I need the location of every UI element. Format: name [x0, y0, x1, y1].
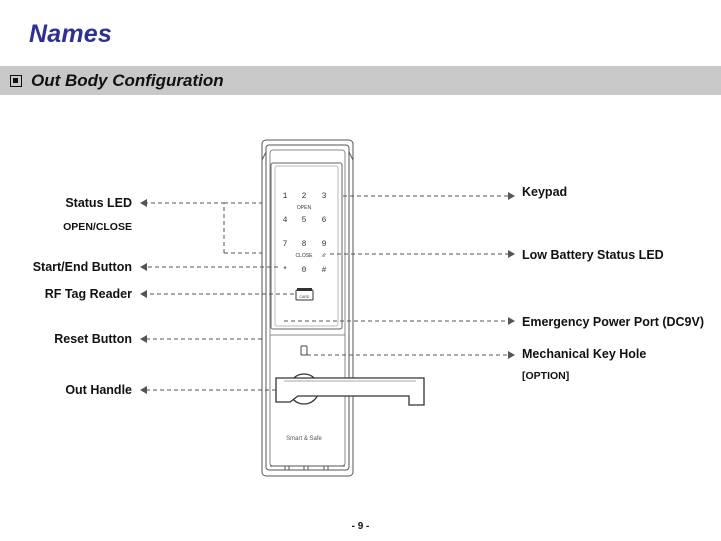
- brand-text: Smart & Safe: [286, 436, 322, 442]
- section-header: Out Body Configuration: [0, 66, 721, 95]
- out-handle: [275, 373, 425, 406]
- key-star: *: [283, 266, 288, 275]
- key-8: 8: [302, 240, 307, 249]
- label-start-end-button: Start/End Button: [32, 260, 132, 274]
- lock-body: [261, 139, 354, 477]
- key-7: 7: [283, 240, 288, 249]
- label-status-led: Status LED: [65, 196, 132, 210]
- page-title: Names: [29, 20, 112, 48]
- key-4: 4: [283, 216, 288, 225]
- page-number: - 9 -: [351, 521, 370, 532]
- section-title: Out Body Configuration: [31, 71, 224, 90]
- key-5: 5: [302, 216, 307, 225]
- key-hole-icon: [300, 345, 308, 356]
- label-low-battery-led: Low Battery Status LED: [522, 248, 664, 262]
- label-reset-button: Reset Button: [54, 332, 132, 346]
- battery-indicator: ∕/∕: [320, 253, 326, 259]
- key-0: 0: [302, 266, 307, 275]
- card-text: CARD: [300, 295, 310, 299]
- label-mechanical-key-hole: Mechanical Key Hole: [522, 347, 647, 361]
- key-hash: #: [322, 266, 327, 275]
- leader-status-led: [140, 199, 225, 253]
- label-keypad: Keypad: [522, 185, 568, 199]
- key-2: 2: [302, 192, 307, 201]
- label-rf-tag-reader: RF Tag Reader: [44, 287, 132, 301]
- section-bullet-icon: [10, 75, 22, 87]
- label-out-handle: Out Handle: [65, 383, 132, 397]
- key-6: 6: [322, 216, 327, 225]
- label-open-close: OPEN/CLOSE: [63, 221, 132, 233]
- label-emergency-power-port: Emergency Power Port (DC9V): [522, 315, 704, 329]
- key-9: 9: [322, 240, 327, 249]
- keypad: 1 2 3 4 5 6 7 8 9 * 0 #: [283, 192, 327, 275]
- key-3: 3: [322, 192, 327, 201]
- close-indicator: CLOSE: [296, 253, 314, 259]
- leader-lines: [140, 192, 515, 394]
- open-indicator: OPEN: [297, 205, 312, 211]
- label-option: [OPTION]: [522, 370, 570, 382]
- card-reader-icon: CARD: [295, 288, 314, 301]
- key-1: 1: [283, 192, 288, 201]
